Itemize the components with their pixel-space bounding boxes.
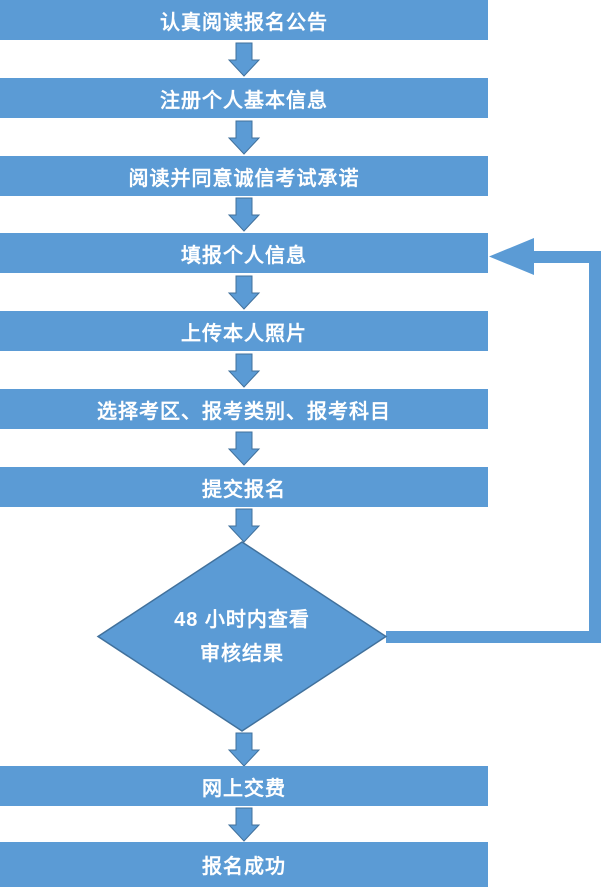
step-label: 阅读并同意诚信考试承诺 <box>128 167 360 190</box>
feedback-arrowhead-icon <box>489 238 534 275</box>
down-arrow-icon <box>228 353 260 388</box>
step-select-exam-area-category-subject: 选择考区、报考类别、报考科目 <box>0 389 488 429</box>
step-label: 报名成功 <box>202 856 286 878</box>
step-pay-online: 网上交费 <box>0 766 488 806</box>
step-label: 填报个人信息 <box>181 244 307 267</box>
step-register-basic-info: 注册个人基本信息 <box>0 78 488 118</box>
decision-diamond-shape <box>96 541 388 732</box>
step-agree-integrity-commitment: 阅读并同意诚信考试承诺 <box>0 156 488 196</box>
step-label: 上传本人照片 <box>181 322 307 345</box>
down-arrow-icon <box>228 508 260 543</box>
down-arrow-icon <box>228 431 260 466</box>
feedback-loop-line <box>386 251 601 643</box>
step-label: 提交报名 <box>202 478 286 501</box>
down-arrow-icon <box>228 732 260 767</box>
down-arrow-icon <box>228 807 260 842</box>
step-registration-success: 报名成功 <box>0 842 488 887</box>
decision-line-1: 48 小时内查看 <box>174 608 310 631</box>
down-arrow-icon <box>228 275 260 310</box>
step-label: 选择考区、报考类别、报考科目 <box>97 400 391 423</box>
down-arrow-icon <box>228 120 260 155</box>
down-arrow-icon <box>228 42 260 77</box>
step-read-announcement: 认真阅读报名公告 <box>0 0 488 40</box>
decision-check-review-result: 48 小时内查看 审核结果 <box>98 542 386 731</box>
decision-line-2: 审核结果 <box>200 642 284 665</box>
step-label: 注册个人基本信息 <box>160 89 328 112</box>
step-label: 认真阅读报名公告 <box>160 11 328 34</box>
step-fill-personal-info: 填报个人信息 <box>0 233 488 273</box>
step-label: 网上交费 <box>202 777 286 800</box>
step-submit-registration: 提交报名 <box>0 467 488 507</box>
step-upload-photo: 上传本人照片 <box>0 311 488 351</box>
down-arrow-icon <box>228 197 260 232</box>
